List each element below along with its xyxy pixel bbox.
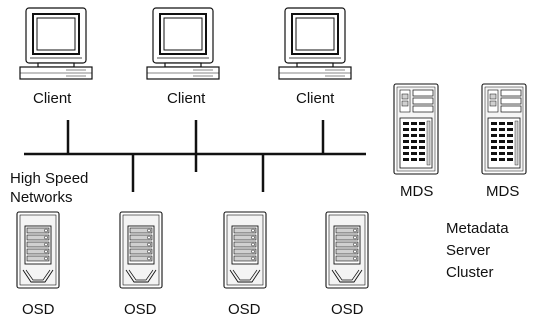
mds-server-1 bbox=[393, 83, 439, 175]
cluster-label-line-3: Cluster bbox=[446, 264, 494, 281]
osd-label-3: OSD bbox=[228, 301, 261, 318]
mds-label-1: MDS bbox=[400, 183, 434, 200]
high-speed-network-bus bbox=[24, 120, 366, 192]
osd-label-4: OSD bbox=[331, 301, 364, 318]
client-computer-2 bbox=[146, 7, 220, 80]
client-label-2: Client bbox=[167, 90, 206, 107]
osd-unit-3 bbox=[223, 211, 267, 289]
cluster-label-line-1: Metadata bbox=[446, 220, 509, 237]
network-label-line-2: Networks bbox=[10, 189, 73, 206]
client-label-1: Client bbox=[33, 90, 72, 107]
client-computer-1 bbox=[19, 7, 93, 80]
osd-unit-4 bbox=[325, 211, 369, 289]
mds-label-2: MDS bbox=[486, 183, 520, 200]
client-computer-3 bbox=[278, 7, 352, 80]
client-label-3: Client bbox=[296, 90, 335, 107]
osd-unit-2 bbox=[119, 211, 163, 289]
mds-server-2 bbox=[481, 83, 527, 175]
cluster-label-line-2: Server bbox=[446, 242, 491, 259]
osd-label-1: OSD bbox=[22, 301, 55, 318]
network-label-line-1: High Speed bbox=[10, 170, 89, 187]
osd-label-2: OSD bbox=[124, 301, 157, 318]
osd-unit-1 bbox=[16, 211, 60, 289]
